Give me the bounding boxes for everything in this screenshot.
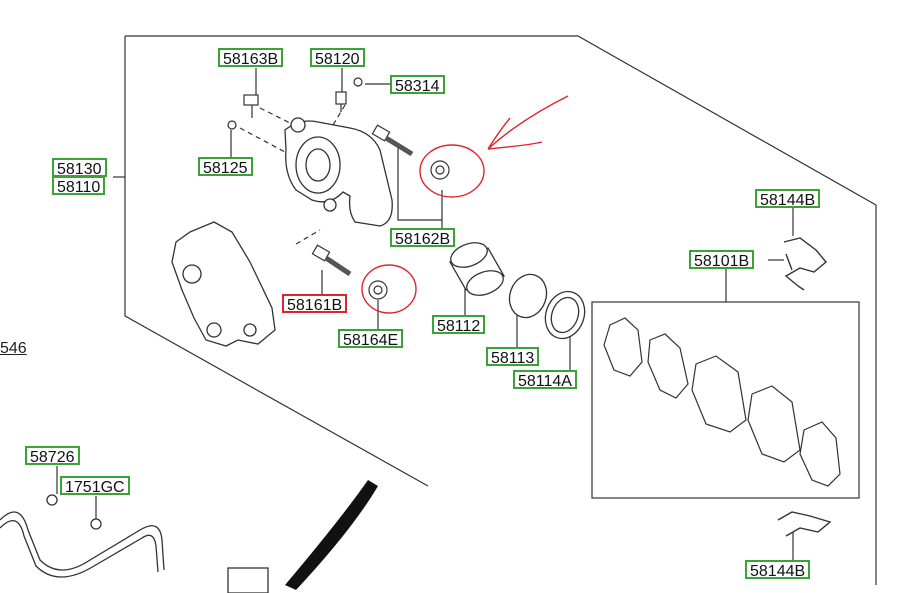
- part-label-58112[interactable]: 58112: [432, 315, 486, 335]
- part-label-58164E[interactable]: 58164E: [338, 329, 404, 349]
- part-label-58125[interactable]: 58125: [198, 157, 253, 177]
- pad-shim-2: [647, 333, 689, 399]
- pad-shim-3: [799, 421, 841, 487]
- piston-seal-58113: [508, 273, 548, 319]
- guide-bolt-lower-58161B: [311, 244, 352, 277]
- part-label-58113[interactable]: 58113: [486, 347, 540, 367]
- boot-upper: [430, 160, 450, 180]
- part-label-58130[interactable]: 58130: [52, 158, 107, 178]
- bleeder-screw-58120: [335, 91, 347, 112]
- part-label-58161B[interactable]: 58161B: [282, 294, 348, 314]
- part-label-58110[interactable]: 58110: [52, 176, 106, 196]
- bleeder-cap-58314: [353, 77, 363, 87]
- part-label-58101B[interactable]: 58101B: [689, 250, 755, 270]
- caliper-body: [284, 117, 393, 227]
- caliper-bracket: [171, 221, 276, 347]
- guide-bolt-upper: [371, 124, 414, 157]
- boot-lower-58164E: [368, 280, 388, 300]
- arrow-wedge: [285, 480, 378, 590]
- pad-shim-1: [603, 317, 643, 377]
- assembly-frame: [125, 35, 877, 585]
- part-label-58162B[interactable]: 58162B: [390, 228, 456, 248]
- annotation-arrow: [487, 95, 569, 150]
- bleeder-bolt-58163B: [243, 94, 259, 118]
- edge-fragment-label: 546: [0, 340, 27, 357]
- part-label-1751GC[interactable]: 1751GC: [60, 476, 130, 496]
- brake-pad-inner: [691, 355, 747, 433]
- part-label-58314[interactable]: 58314: [390, 75, 445, 95]
- anti-rattle-spring-bottom: [777, 511, 832, 537]
- part-label-58144B-bottom[interactable]: 58144B: [745, 560, 811, 580]
- piston-58112: [449, 242, 505, 296]
- part-label-58120[interactable]: 58120: [310, 48, 365, 68]
- anti-rattle-spring-top: [783, 237, 827, 291]
- washer-58125: [227, 120, 237, 130]
- brake-pad-outer: [747, 385, 801, 463]
- highlight-circle-upper: [419, 144, 485, 198]
- highlight-circle-lower: [361, 264, 417, 314]
- dust-boot-58114A: [544, 290, 586, 340]
- part-label-58726[interactable]: 58726: [25, 446, 80, 466]
- part-label-58144B-top[interactable]: 58144B: [755, 189, 821, 209]
- part-label-58163B[interactable]: 58163B: [218, 48, 284, 68]
- part-label-58114A[interactable]: 58114A: [513, 370, 577, 390]
- brake-hose: [0, 494, 269, 593]
